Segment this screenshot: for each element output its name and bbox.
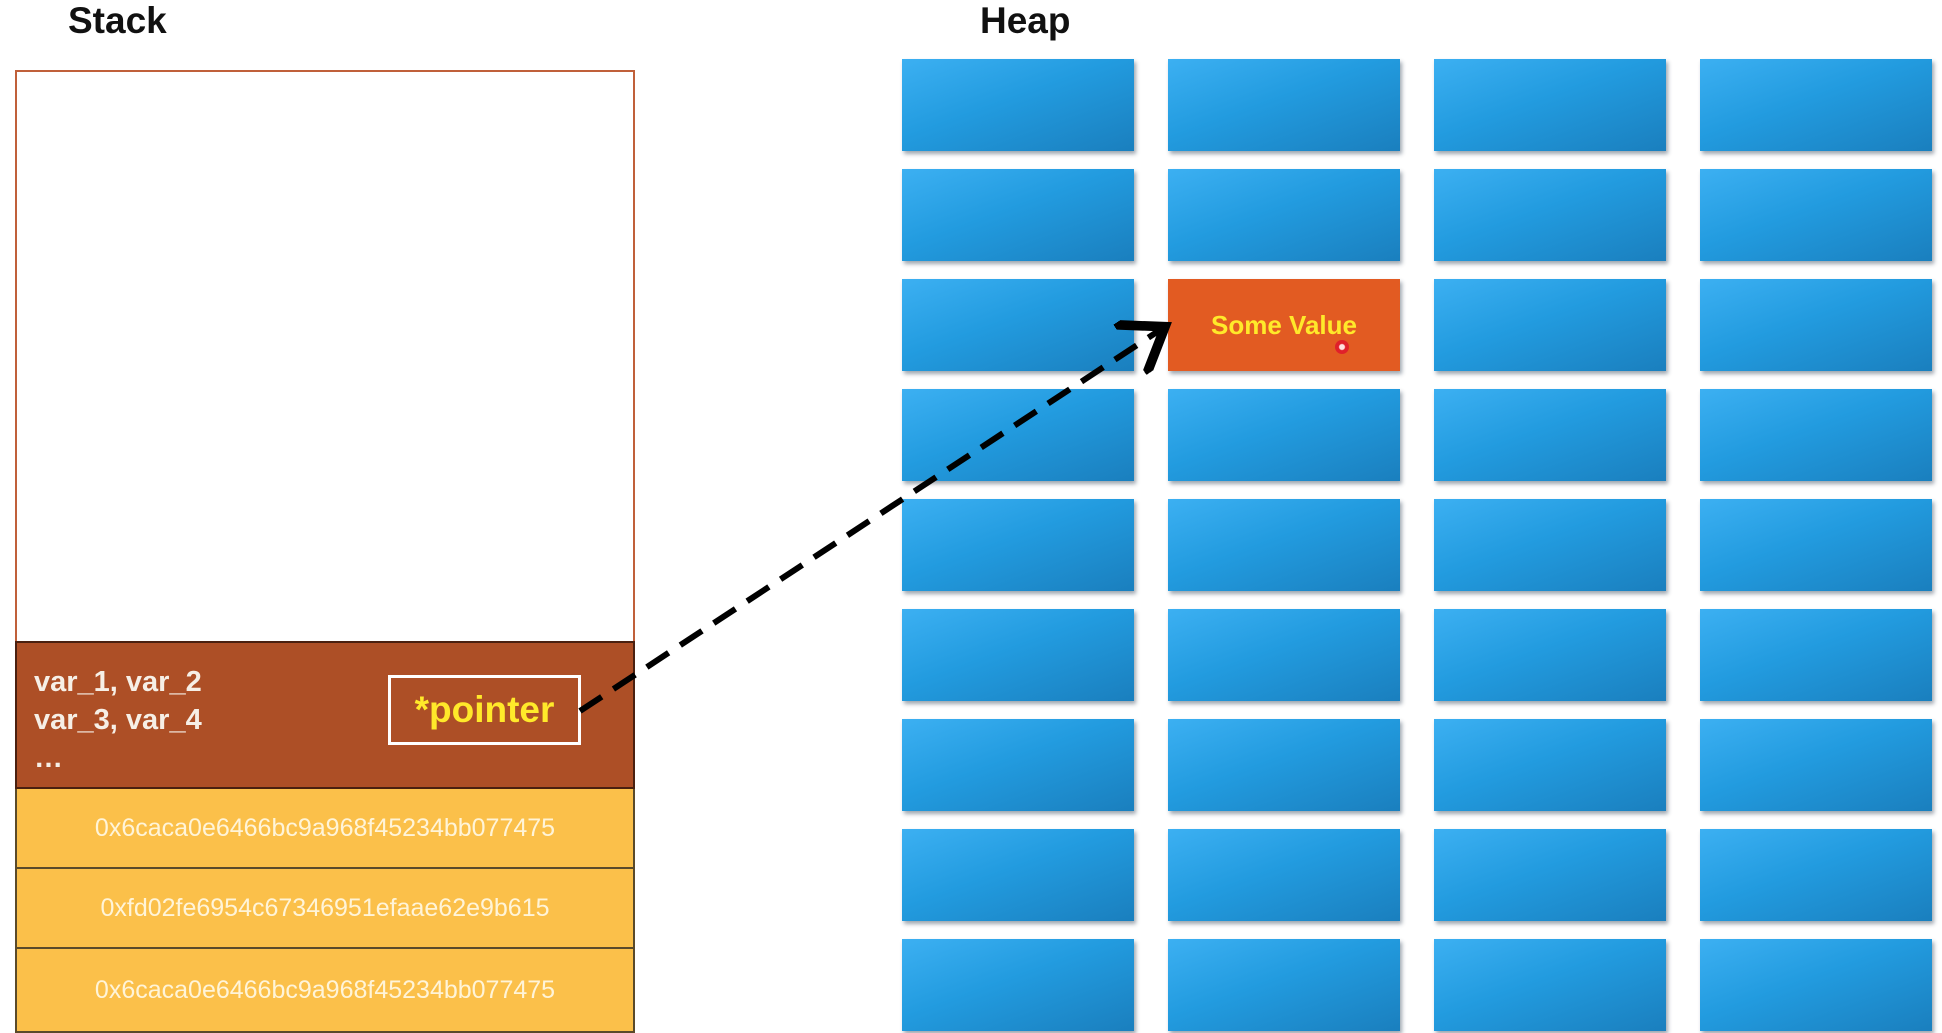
heap-cell — [1700, 609, 1932, 701]
heap-cell — [1168, 59, 1400, 151]
heap-cell — [902, 389, 1134, 481]
stack-frame: var_1, var_2 var_3, var_4 … *pointer — [15, 641, 635, 789]
stack-address-row: 0x6caca0e6466bc9a968f45234bb077475 — [15, 789, 635, 869]
heap-cell — [1434, 499, 1666, 591]
heap-cell — [902, 59, 1134, 151]
heap-cell — [1700, 59, 1932, 151]
heap-cell — [1700, 169, 1932, 261]
heap-cell — [1168, 609, 1400, 701]
heap-cell — [1700, 279, 1932, 371]
heap-cell — [1434, 829, 1666, 921]
heap-cell — [902, 169, 1134, 261]
pointer-box: *pointer — [388, 675, 581, 745]
heap-cell — [1700, 939, 1932, 1031]
heap-cell — [1434, 609, 1666, 701]
pointer-label: *pointer — [414, 689, 555, 730]
heap-cell — [902, 939, 1134, 1031]
heap-cell — [1168, 719, 1400, 811]
heap-cell — [1434, 279, 1666, 371]
stack-title: Stack — [68, 0, 167, 41]
heap-cell — [1700, 719, 1932, 811]
arrow-dashed-icon — [578, 330, 1160, 714]
heap-value-label: Some Value — [1211, 309, 1357, 340]
frame-variables: var_1, var_2 var_3, var_4 … — [34, 666, 202, 774]
heap-cell — [902, 719, 1134, 811]
heap-cell — [1700, 499, 1932, 591]
heap-cell — [902, 499, 1134, 591]
heap-cell — [1168, 499, 1400, 591]
heap-cell — [1168, 939, 1400, 1031]
heap-cell — [1168, 829, 1400, 921]
address-text: 0x6caca0e6466bc9a968f45234bb077475 — [94, 975, 556, 1004]
address-text: 0xfd02fe6954c67346951efaae62e9b615 — [100, 893, 550, 922]
stack-address-row: 0xfd02fe6954c67346951efaae62e9b615 — [15, 869, 635, 949]
heap-cell — [1434, 59, 1666, 151]
heap-cell — [1700, 829, 1932, 921]
heap-cell — [1168, 389, 1400, 481]
address-text: 0x6caca0e6466bc9a968f45234bb077475 — [94, 813, 556, 842]
heap-cell — [1434, 389, 1666, 481]
heap-cell — [902, 609, 1134, 701]
heap-cell — [1434, 939, 1666, 1031]
heap-title: Heap — [980, 0, 1071, 41]
heap-cell — [902, 829, 1134, 921]
heap-cell-highlighted: Some Value — [1168, 279, 1400, 371]
heap-cell — [902, 279, 1134, 371]
stack-address-row: 0x6caca0e6466bc9a968f45234bb077475 — [15, 949, 635, 1033]
heap-cell — [1434, 169, 1666, 261]
heap-cell — [1434, 719, 1666, 811]
cursor-dot-icon — [1335, 340, 1349, 354]
heap-cell — [1168, 169, 1400, 261]
heap-cell — [1700, 389, 1932, 481]
